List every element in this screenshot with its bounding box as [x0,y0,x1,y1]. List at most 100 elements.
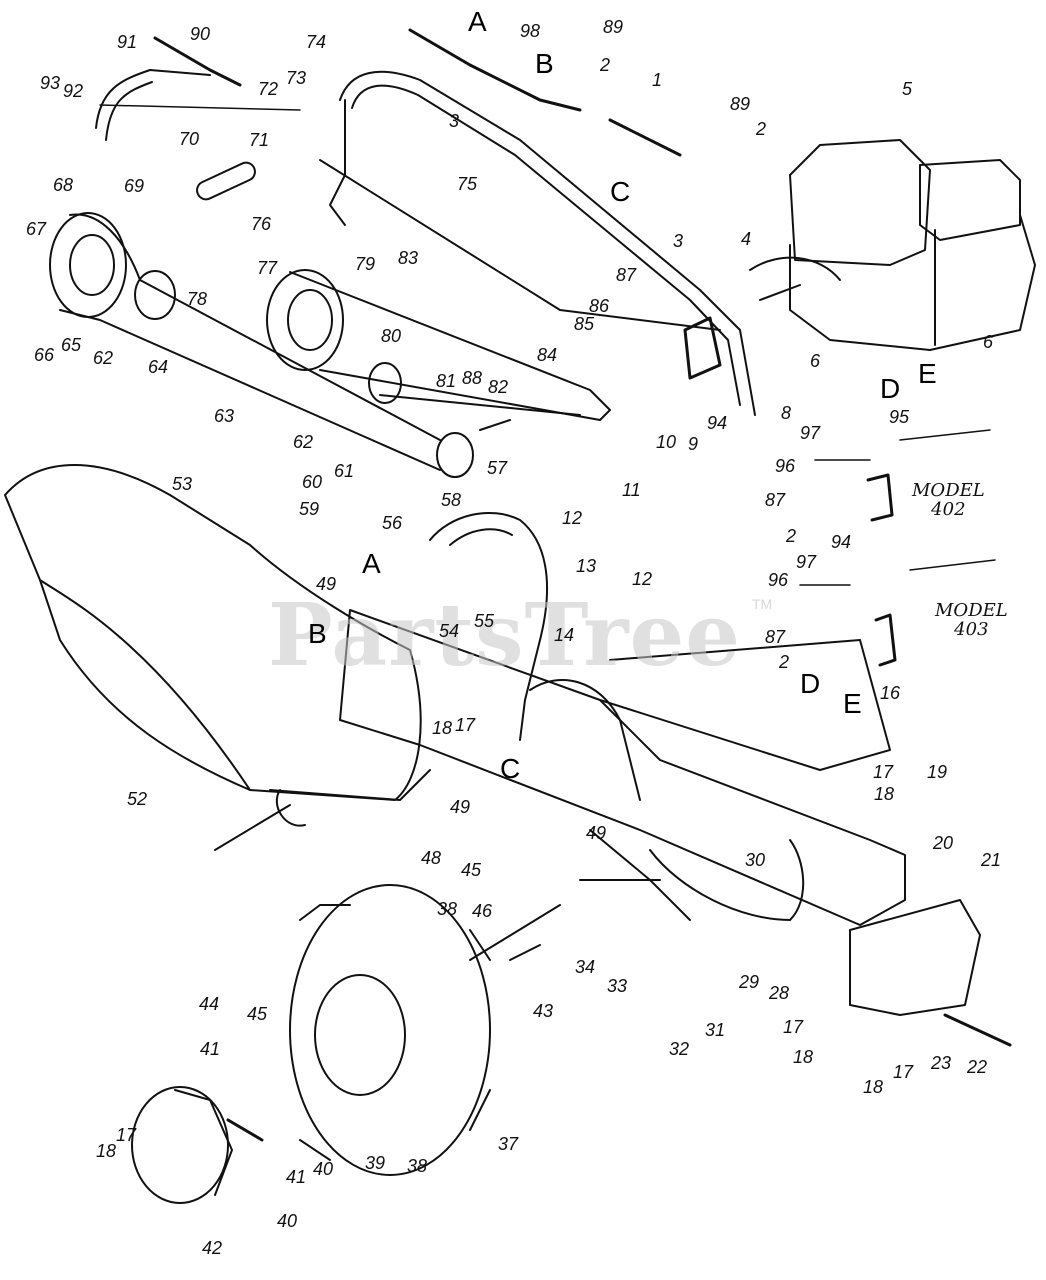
part-callout: 16 [880,683,901,703]
part-callout: 57 [487,458,508,478]
model-402-line2: 402 [931,498,966,520]
part-callout: 37 [498,1134,519,1154]
part-callout: 4 [741,229,752,249]
part-callout: 40 [277,1211,298,1231]
part-callout: 17 [783,1017,804,1037]
part-callout: 12 [562,508,583,528]
part-callout: 62 [293,432,314,452]
part-callout: 2 [600,55,611,75]
part-callout: 30 [745,850,766,870]
part-callout: 54 [439,621,460,641]
part-callout: 88 [462,368,483,388]
part-callout: 18 [863,1077,884,1097]
part-callout: 22 [967,1057,988,1077]
part-callout: 80 [381,326,402,346]
part-callout: 17 [116,1125,137,1145]
part-callout: 6 [810,351,821,371]
part-callout: 75 [457,174,478,194]
engine [749,139,1036,351]
part-callout: 1 [652,70,663,90]
letter-label: A [362,548,381,579]
part-callout: 90 [190,24,211,44]
letter-label: D [880,373,901,404]
part-callout: 45 [461,860,482,880]
part-callout: 17 [893,1062,914,1082]
part-callout: 48 [421,848,442,868]
part-callout: 72 [258,79,279,99]
part-callout: 17 [455,715,476,735]
part-callout: 97 [796,552,817,572]
part-callout: 41 [286,1167,307,1187]
part-callout: 31 [705,1020,726,1040]
part-callout: 42 [202,1238,223,1258]
part-callout: 38 [407,1156,428,1176]
model-403-label: MODEL 403 [935,600,1008,640]
part-callout: 41 [200,1039,221,1059]
tine-wheel-assembly [131,884,491,1204]
letter-label: C [610,176,631,207]
part-callout: 94 [707,413,728,433]
part-callout: 28 [769,983,790,1003]
part-callout: 49 [586,823,607,843]
letter-label: D [800,668,821,699]
part-callout: 44 [199,994,220,1014]
part-callout: 94 [831,532,852,552]
letter-label: A [468,6,487,37]
part-callout: 76 [251,214,272,234]
part-callout: 53 [172,474,193,494]
part-callout: 49 [316,574,337,594]
part-callout: 18 [432,718,453,738]
part-callout: 60 [302,472,323,492]
part-callout: 8 [781,403,792,423]
model-403-line1: MODEL [935,600,1008,621]
part-callout: 38 [437,899,458,919]
part-callout: 63 [214,406,235,426]
part-callout: 78 [187,289,208,309]
part-callout: 86 [589,296,610,316]
part-callout: 96 [775,456,796,476]
part-callout: 68 [53,175,74,195]
part-callout: 32 [669,1039,690,1059]
part-callout: 43 [533,1001,554,1021]
part-callout: 83 [398,248,419,268]
part-callout: 70 [179,129,200,149]
part-callout: 73 [286,68,307,88]
part-callout: 18 [793,1047,814,1067]
part-callout: 91 [117,32,138,52]
part-callout: 96 [768,570,789,590]
part-callout: 33 [607,976,628,996]
part-callout: 2 [756,119,767,139]
part-callout: 65 [61,335,82,355]
part-callout: 59 [299,499,320,519]
part-callout: 64 [148,357,169,377]
part-callout: 62 [93,348,114,368]
part-callout: 98 [520,21,541,41]
part-callout: 93 [40,73,61,93]
belt-pulley-assembly [49,212,611,478]
part-callout: 19 [927,762,948,782]
model-402-label: MODEL 402 [912,480,985,520]
part-callout: 82 [488,377,509,397]
part-callout: 71 [249,130,270,150]
part-callout: 18 [96,1141,117,1161]
part-callout: 74 [306,32,327,52]
part-callout: 66 [34,345,55,365]
part-callout: 58 [441,490,462,510]
part-callout: 2 [786,526,797,546]
letter-label: B [308,618,327,649]
handle-bar-assembly [95,28,756,416]
part-callout: 97 [800,423,821,443]
part-callout: 3 [449,111,460,131]
part-callout: 87 [616,265,637,285]
part-callout: 2 [779,652,790,672]
part-callout: 12 [632,569,653,589]
part-callout: 14 [554,625,575,645]
part-callout: 67 [26,219,47,239]
letter-label: E [843,688,862,719]
part-callout: 95 [889,407,910,427]
part-callout: 6 [983,332,994,352]
part-callout: 52 [127,789,148,809]
part-callout: 45 [247,1004,268,1024]
model-402-line1: MODEL [912,480,985,501]
